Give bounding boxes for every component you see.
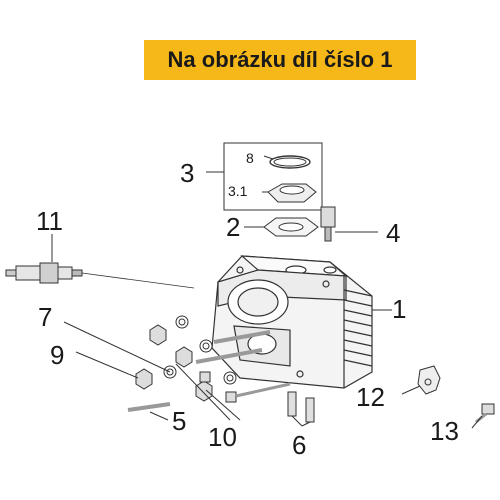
- part-8-oring: [269, 155, 311, 169]
- callout-3: 3: [180, 158, 194, 188]
- callout-7: 7: [38, 302, 52, 332]
- callout-8: 8: [246, 150, 254, 166]
- callout-1: 1: [392, 294, 406, 324]
- part-9-nut: [135, 324, 213, 402]
- callout-3-1: 3.1: [228, 183, 248, 199]
- callout-10: 10: [208, 422, 237, 452]
- callout-6: 6: [292, 430, 306, 460]
- part-4-sensor: [320, 206, 336, 228]
- callout-5: 5: [172, 406, 186, 436]
- part-11-spark-plug: [5, 262, 83, 284]
- callout-11: 11: [36, 206, 63, 236]
- callout-13: 13: [430, 416, 459, 446]
- part-5-stud: [127, 330, 271, 412]
- leader-13: [471, 415, 483, 429]
- leader-10b: [205, 389, 241, 421]
- leader-7: [63, 321, 171, 373]
- leader-5: [149, 411, 169, 421]
- leader-12: [401, 385, 421, 395]
- part-3-box: [223, 142, 323, 211]
- leader-6a: [291, 415, 303, 427]
- callout-4: 4: [386, 218, 400, 248]
- banner-text: Na obrázku díl číslo 1: [167, 47, 393, 72]
- part-10-bolt: [199, 371, 291, 403]
- part-12-bracket: [417, 365, 441, 395]
- leader-8: [263, 155, 274, 160]
- title-banner: Na obrázku díl číslo 1: [144, 40, 416, 80]
- callout-12: 12: [356, 382, 385, 412]
- callout-9: 9: [50, 340, 64, 370]
- part-6-dowel: [287, 391, 315, 423]
- callout-2: 2: [226, 212, 240, 242]
- part-1-cylinder-head: [211, 255, 373, 389]
- leader-9: [75, 351, 139, 379]
- leader-10a: [175, 363, 231, 421]
- leader-6b: [301, 421, 311, 427]
